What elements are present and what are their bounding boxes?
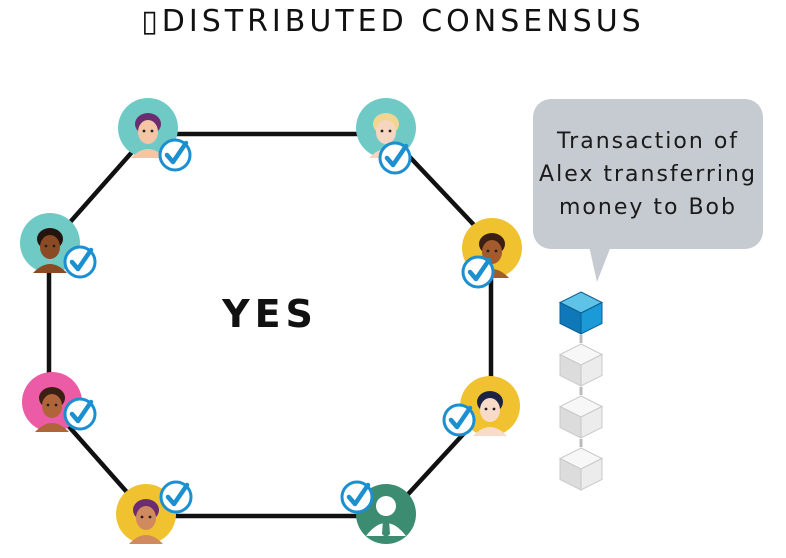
person-eye	[148, 515, 152, 519]
person-shoulders	[473, 427, 507, 436]
checkmark-icon	[158, 138, 192, 172]
block	[558, 447, 604, 491]
person-face	[40, 235, 60, 259]
node-left-upper	[20, 213, 97, 279]
transaction-line-2: Alex transferring	[539, 162, 757, 187]
person-eye	[54, 403, 58, 407]
node-layer	[20, 98, 522, 544]
checkmark-icon	[63, 245, 97, 279]
person-face	[482, 240, 502, 264]
speech-bubble-tail	[589, 246, 611, 282]
checkmark-icon	[442, 403, 476, 437]
checkmark-icon	[378, 141, 412, 175]
checkmark-icon	[340, 480, 374, 514]
person-face	[480, 398, 500, 422]
blockchain	[558, 291, 604, 491]
checkmark-icon	[461, 255, 495, 289]
transaction-line-3: money to Bob	[559, 195, 737, 220]
person-eye	[52, 244, 56, 248]
person-shoulders	[131, 149, 165, 158]
person-eye	[46, 403, 50, 407]
person-eye	[484, 407, 488, 411]
person-eye	[486, 249, 490, 253]
person-face	[42, 394, 62, 418]
node-top-right	[356, 98, 416, 175]
user-head-icon	[376, 496, 396, 516]
speech-bubble: Transaction of Alex transferring money t…	[533, 99, 763, 249]
person-eye	[44, 244, 48, 248]
person-eye	[388, 129, 392, 133]
person-face	[138, 120, 158, 144]
person-face	[136, 506, 156, 530]
transaction-line-1: Transaction of	[556, 129, 740, 154]
checkmark-icon	[63, 397, 97, 431]
node-left-lower	[22, 372, 97, 432]
person-shoulders	[35, 423, 69, 432]
person-face	[376, 120, 396, 144]
person-shoulders	[33, 264, 67, 273]
block	[558, 343, 604, 387]
checkmark-icon	[159, 480, 193, 514]
node-right-lower	[442, 376, 520, 437]
node-right-upper	[461, 218, 522, 289]
person-eye	[494, 249, 498, 253]
transaction-text: Transaction of Alex transferring money t…	[533, 125, 763, 224]
node-top-left	[118, 98, 192, 172]
active-block	[558, 291, 604, 335]
person-eye	[150, 129, 154, 133]
tie-icon	[382, 520, 390, 538]
block	[558, 395, 604, 439]
person-eye	[142, 129, 146, 133]
person-eye	[380, 129, 384, 133]
node-bottom-right	[340, 480, 416, 544]
person-eye	[492, 407, 496, 411]
consensus-verdict: YES	[222, 292, 318, 336]
person-shoulders	[129, 535, 163, 544]
person-eye	[140, 515, 144, 519]
node-bottom-left	[116, 480, 193, 544]
page-title: ▯DISTRIBUTED CONSENSUS	[141, 4, 645, 39]
